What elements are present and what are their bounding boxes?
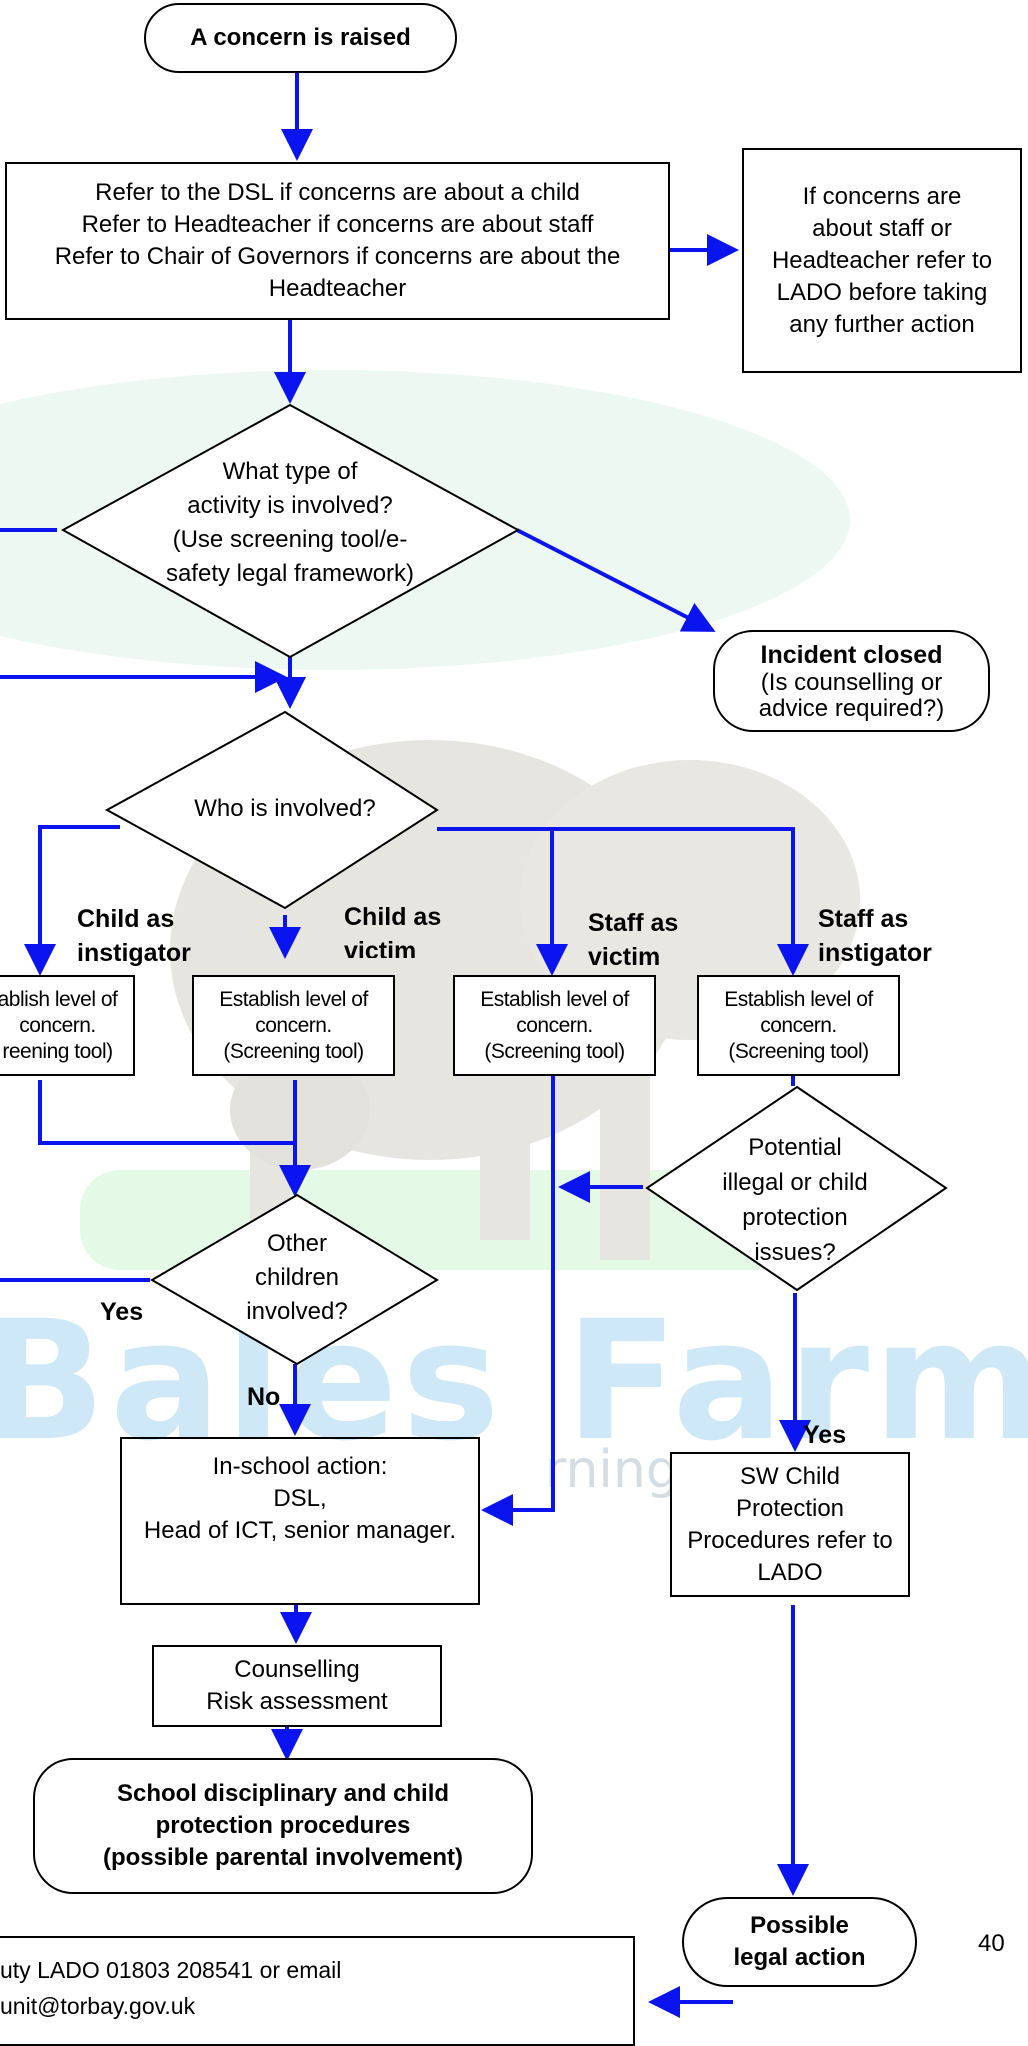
activity-line-1: What type of <box>222 458 358 485</box>
activity-decision-text: What type of activity is involved? (Use … <box>140 455 440 591</box>
label-yes-left: Yes <box>100 1298 144 1326</box>
lado-note-line-4: LADO before taking <box>776 278 988 306</box>
watermark-title: Bales Farm <box>0 1285 1028 1477</box>
establish-box-staff-victim: Establish level of concern. (Screening t… <box>453 975 656 1076</box>
label-staff-instigator: Staff as instigator <box>818 905 932 967</box>
incident-closed-line-1: (Is counselling or <box>760 669 943 696</box>
contact-line-2: unit@torbay.gov.uk <box>0 1993 196 2019</box>
lado-note-line-1: If concerns are <box>802 182 962 210</box>
refer-box: Refer to the DSL if concerns are about a… <box>5 162 670 320</box>
decision-activity <box>60 403 521 659</box>
refer-line-2: Refer to Headteacher if concerns are abo… <box>81 211 594 238</box>
arrow-staff-victim-to-in-school <box>481 1076 555 1526</box>
contact-box: uty LADO 01803 208541 or email unit@torb… <box>0 1936 635 2046</box>
lado-note-line-2: about staff or <box>812 214 952 242</box>
label-no: No <box>247 1383 281 1411</box>
decision-other <box>150 1193 439 1366</box>
incident-closed-title: Incident closed <box>760 641 943 669</box>
start-node: A concern is raised <box>144 3 457 73</box>
possible-legal-action-node: Possible legal action <box>682 1897 917 1987</box>
start-node-text: A concern is raised <box>190 24 411 51</box>
in-school-action-box: In-school action: DSL, Head of ICT, seni… <box>120 1437 480 1605</box>
arrow-who-to-child-instigator <box>24 825 120 976</box>
other-children-decision-text: Other children involved? <box>246 1230 348 1325</box>
establish-box-child-victim: Establish level of concern. (Screening t… <box>192 975 395 1076</box>
label-yes-right: Yes <box>803 1421 847 1449</box>
refer-line-4: Headteacher <box>268 275 407 302</box>
decision-who <box>104 710 439 910</box>
page-number: 40 <box>978 1930 1005 1957</box>
lado-note-box: If concerns are about staff or Headteach… <box>742 148 1022 373</box>
potential-decision-text: Potential illegal or child protection is… <box>722 1134 868 1266</box>
arrow-child-instigator-to-merge <box>38 1080 295 1145</box>
label-staff-victim: Staff as victim <box>588 909 679 971</box>
activity-line-4: safety legal framework) <box>165 560 415 587</box>
label-child-instigator: Child as instigator <box>77 905 191 967</box>
school-disciplinary-node: School disciplinary and child protection… <box>33 1758 533 1894</box>
decision-potential <box>645 1085 948 1292</box>
activity-line-2: activity is involved? <box>187 492 393 519</box>
activity-line-3: (Use screening tool/e- <box>172 526 408 553</box>
refer-line-3: Refer to Chair of Governors if concerns … <box>54 243 621 270</box>
arrow-activity-to-closed <box>516 528 716 632</box>
arrow-who-to-staff <box>437 827 809 976</box>
who-text: Who is involved? <box>194 795 376 822</box>
sw-child-protection-box: SW Child Protection Procedures refer to … <box>670 1452 910 1597</box>
lado-note-line-3: Headteacher refer to <box>771 246 993 274</box>
counselling-box: Counselling Risk assessment <box>152 1645 442 1727</box>
incident-closed-line-2: advice required?) <box>758 695 945 722</box>
who-decision-text: Who is involved? <box>165 792 405 826</box>
establish-box-child-instigator: ablish level of concern. reening tool) <box>0 975 135 1076</box>
refer-line-1: Refer to the DSL if concerns are about a… <box>95 179 580 206</box>
contact-line-1: uty LADO 01803 208541 or email <box>0 1957 342 1983</box>
label-child-victim: Child as victim <box>344 903 442 958</box>
watermark-subtitle: rning <box>545 1440 679 1500</box>
incident-closed-node: Incident closed (Is counselling or advic… <box>713 630 990 732</box>
lado-note-line-5: any further action <box>789 310 975 338</box>
establish-box-staff-instigator: Establish level of concern. (Screening t… <box>697 975 900 1076</box>
